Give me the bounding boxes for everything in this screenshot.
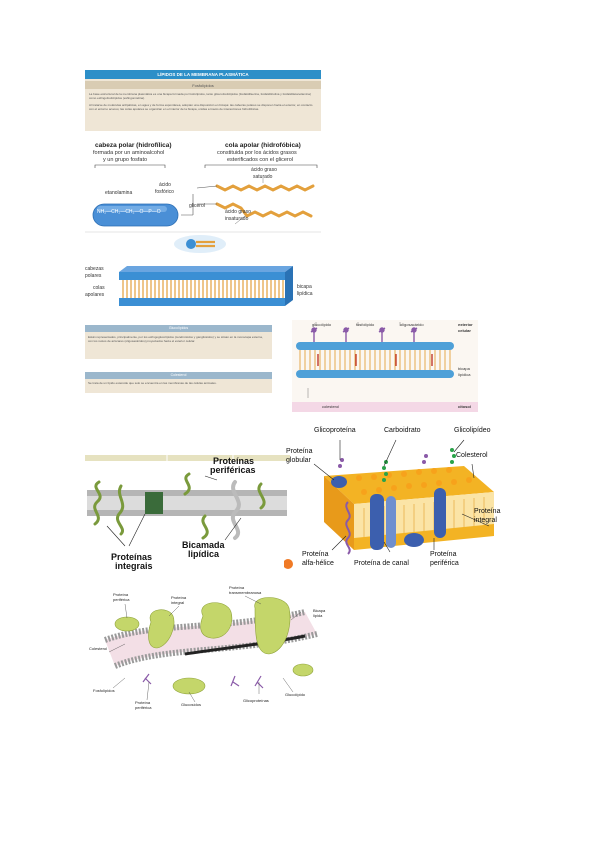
polar-head-desc-2: y un grupo fosfato bbox=[103, 157, 148, 163]
label-oligosacarido: oligosacárido bbox=[400, 322, 424, 327]
label-proteinas-perifericas-2: periféricas bbox=[210, 465, 256, 475]
label-proteinas-integrais-2: integrais bbox=[115, 561, 153, 571]
label-acido-graso-saturado-2: saturado bbox=[253, 174, 273, 180]
fluid-mosaic-figure: Glicoproteína Carboidrato Glicolipídeo P… bbox=[284, 422, 506, 572]
polar-head-title: cabeza polar (hidrofílica) bbox=[95, 142, 172, 149]
label-proteinas-perifericas-1: Proteínas bbox=[213, 456, 255, 466]
label-acido-graso-insaturado-2: insaturado bbox=[225, 216, 249, 222]
label-proteina-integral-2: integral bbox=[171, 600, 185, 605]
label-proteina-periferica-b-2: periférica bbox=[135, 705, 152, 710]
label-acido-graso-saturado-1: ácido graso bbox=[251, 167, 277, 173]
label-glicoproteina: Glicoproteína bbox=[314, 427, 356, 434]
label-fosfolipidos: Fosfolípidos bbox=[93, 688, 115, 693]
label-cabezas-polares-2: polares bbox=[85, 273, 102, 279]
lipid-bilayer-diagram bbox=[119, 266, 293, 306]
membrane-model-drawing bbox=[103, 595, 318, 703]
phospholipid-molecule-diagram bbox=[85, 164, 321, 253]
cholesterol-header: Colesterol bbox=[170, 373, 187, 377]
label-proteina-integral-1: Proteína bbox=[474, 508, 501, 515]
label-bicapa-lipida-2: lipida bbox=[313, 613, 323, 618]
label-proteina-periferica-2: periférica bbox=[430, 560, 459, 567]
figure-header-bar bbox=[85, 70, 321, 79]
label-proteina-alfa-helice-1: Proteína bbox=[302, 551, 329, 558]
label-colas-apolares-2: apolares bbox=[85, 292, 105, 298]
label-colas-apolares-1: colas bbox=[93, 285, 105, 291]
glycolipid-header-bar bbox=[85, 325, 272, 332]
label-carboidrato: Carboidrato bbox=[384, 427, 421, 434]
label-glicoproteinas: Glicoproteínas bbox=[243, 698, 269, 703]
label-citosol: citosol bbox=[458, 404, 471, 409]
membrane-proteins-drawing-pt bbox=[85, 455, 290, 547]
lipids-figure: LÍPIDOS DE LA MEMBRANA PLASMÁTICA Fosfol… bbox=[85, 70, 321, 400]
glycolipid-header: Glucolípidos bbox=[168, 326, 189, 330]
label-acido-fosforico-2: fosfórico bbox=[155, 189, 174, 195]
label-acido-fosforico: ácido bbox=[159, 182, 171, 188]
label-proteina-periferica-1: Proteína bbox=[430, 551, 457, 558]
label-bicapa-lipidica-1: bicapa bbox=[297, 284, 312, 290]
membrane-bilayer-figure: glucolípido fosfolípido oligosacárido ex… bbox=[292, 320, 478, 412]
label-colesterol: Colesterol bbox=[456, 452, 488, 459]
apolar-tail-desc-2: esterificados con el glicerol bbox=[227, 157, 294, 163]
fluid-mosaic-drawing bbox=[284, 439, 494, 569]
label-glucolipido: Glucolípido bbox=[285, 692, 306, 697]
label-proteinas-integrais-1: Proteínas bbox=[111, 552, 153, 562]
label-glicolipideo: Glicolipídeo bbox=[454, 427, 491, 434]
label-proteina-transmembranosa-1: Proteína bbox=[229, 585, 245, 590]
label-glicerol: glicerol bbox=[189, 203, 205, 209]
phospholipid-paragraph-1: La base estructural de la membrana plasm… bbox=[89, 92, 311, 100]
label-exterior-celular-1: exterior bbox=[458, 322, 473, 327]
label-colesterol: Colesterol bbox=[89, 646, 108, 651]
label-proteina-periferica-tl-2: periférica bbox=[113, 597, 130, 602]
label-bicamada-lipidica-2: lipídica bbox=[188, 549, 220, 559]
membrane-bilayer-drawing bbox=[292, 320, 478, 412]
label-bicamada-lipidica-1: Bicamada bbox=[182, 540, 225, 550]
glycolipid-text: Están representados, principalmente, por… bbox=[88, 335, 263, 343]
membrane-proteins-figure-pt: Proteínas periféricas Proteínas integrai… bbox=[85, 452, 295, 572]
label-colesterol: colesterol bbox=[322, 404, 340, 409]
label-proteina-alfa-helice-2: alfa-hélice bbox=[302, 560, 334, 567]
phospholipid-subheader: Fosfolípidos bbox=[192, 82, 214, 88]
phospholipid-paragraph-2: Al tratarse de moléculas anfipáticas, en… bbox=[89, 103, 313, 111]
label-bicapa-lipidica-1: bicapa bbox=[458, 366, 470, 371]
label-fosfolipido: fosfolípido bbox=[356, 322, 375, 327]
apolar-tail-desc-1: constituida por los ácidos grasos bbox=[217, 150, 297, 156]
figure-header-title: LÍPIDOS DE LA MEMBRANA PLASMÁTICA bbox=[157, 71, 249, 77]
label-bicapa-lipida-1: Bicapa bbox=[313, 608, 326, 613]
label-proteina-periferica-b-1: Proteína bbox=[135, 700, 151, 705]
membrane-model-figure: Proteína periférica Proteína integral Pr… bbox=[85, 582, 345, 712]
label-proteina-globular-1: Proteína bbox=[286, 448, 313, 455]
label-proteina-integral-1: Proteína bbox=[171, 595, 187, 600]
label-proteina-integral-2: integral bbox=[474, 517, 497, 524]
label-proteina-periferica-tl-1: Proteína bbox=[113, 592, 129, 597]
label-proteina-transmembranosa-2: transmembranosa bbox=[229, 590, 262, 595]
label-cabezas-polares-1: cabezas bbox=[85, 266, 104, 272]
apolar-tail-title: cola apolar (hidrofóbica) bbox=[225, 142, 301, 149]
label-bicapa-lipidica-2: lipídica bbox=[297, 291, 313, 297]
label-acido-graso-insaturado-1: ácido graso bbox=[225, 209, 251, 215]
phospholipid-subheader-bar bbox=[85, 81, 321, 89]
label-proteina-globular-2: globular bbox=[286, 457, 311, 464]
label-bicapa-lipidica-2: lipídica bbox=[458, 372, 471, 377]
label-glucolipido: glucolípido bbox=[312, 322, 332, 327]
phospholipid-formula: NH₂—CH₂—CH₂—O—P—O bbox=[97, 209, 161, 215]
polar-head-desc-1: formada por un aminoalcohol bbox=[93, 150, 165, 156]
label-proteina-de-canal: Proteína de canal bbox=[354, 560, 409, 567]
cholesterol-text: Se trata de un lípido esteroide que solo… bbox=[88, 381, 217, 385]
cholesterol-header-bar bbox=[85, 372, 272, 379]
label-etanolamina: etanolamina bbox=[105, 190, 133, 196]
label-exterior-celular-2: celular bbox=[458, 328, 471, 333]
label-glucosidos: Glucosídos bbox=[181, 702, 202, 707]
